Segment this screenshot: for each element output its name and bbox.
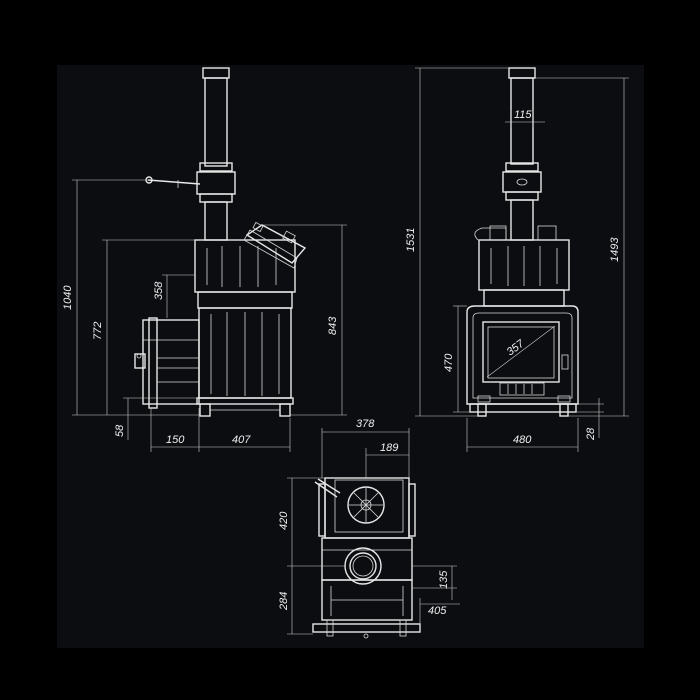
dim-front-width: 480 <box>513 434 532 446</box>
dim-front-chimney-diameter: 115 <box>514 109 532 121</box>
dim-side-depth-body: 407 <box>232 434 251 446</box>
dim-side-top-height: 772 <box>92 322 104 340</box>
dim-front-door-height: 470 <box>443 353 455 372</box>
side-tilted-lid <box>243 221 307 269</box>
side-door-tunnel <box>134 317 200 409</box>
side-dimensions <box>72 179 347 452</box>
front-door-glass <box>482 321 560 383</box>
dim-side-total-height: 1040 <box>62 285 74 310</box>
dim-top-depth-rear: 284 <box>278 592 290 611</box>
dim-side-legs: 58 <box>114 424 126 437</box>
dim-side-tank-height: 843 <box>327 316 339 335</box>
dim-front-base: 28 <box>585 427 597 441</box>
drawing-sheet <box>57 65 644 648</box>
dim-top-depth-front: 420 <box>278 511 290 530</box>
front-firebox <box>466 305 579 417</box>
dim-front-total-height: 1531 <box>405 228 417 252</box>
top-vent-grille <box>347 486 385 524</box>
dim-top-offset: 135 <box>438 570 450 589</box>
side-body <box>196 307 294 417</box>
top-dimensions <box>287 428 460 635</box>
dim-side-depth-front: 150 <box>166 434 185 446</box>
front-dimensions <box>415 67 629 452</box>
side-view <box>134 67 307 417</box>
dim-top-total-width: 378 <box>356 418 375 430</box>
dim-front-height-2: 1493 <box>609 237 621 262</box>
dim-side-inlet: 358 <box>153 281 165 300</box>
dim-top-width-inner: 405 <box>428 605 447 617</box>
dim-top-vent-width: 189 <box>380 442 398 454</box>
top-view <box>312 477 421 639</box>
